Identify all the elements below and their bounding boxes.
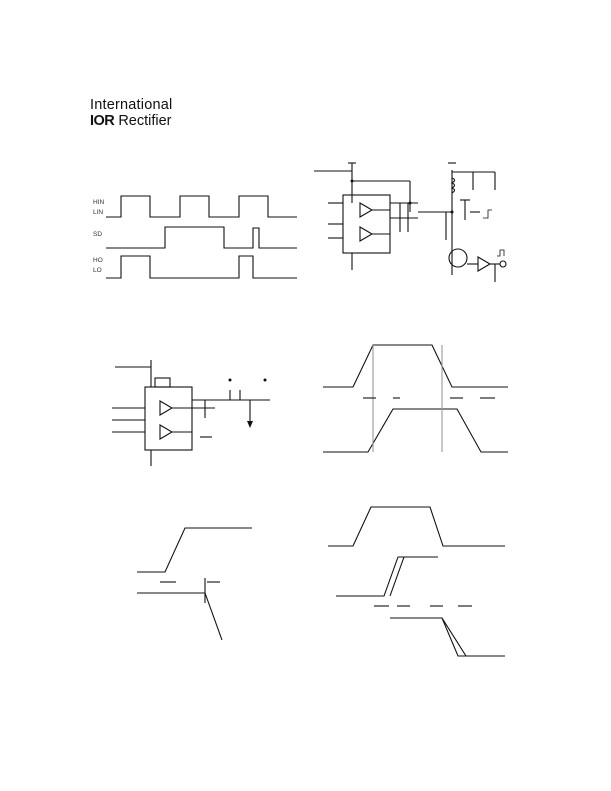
ior-mark: IOR [90,112,115,129]
delay-matching-waveform [328,506,505,657]
logo-rectifier: Rectifier [118,112,172,129]
logo-line-1: International [90,97,173,113]
logo-line-2: IOR Rectifier [90,112,172,129]
switching-test-circuit-schematic [314,162,507,282]
deadtime-waveform [137,527,252,641]
label-hin-lin: HIN LIN [93,199,105,216]
label-ho-lo: HO LO [93,257,103,274]
turn-on-off-waveform [323,344,508,453]
company-logo: International IOR Rectifier [90,98,172,128]
shutdown-waveform [112,360,270,466]
label-sd: SD [93,231,103,238]
input-output-timing-waveform [106,195,297,279]
